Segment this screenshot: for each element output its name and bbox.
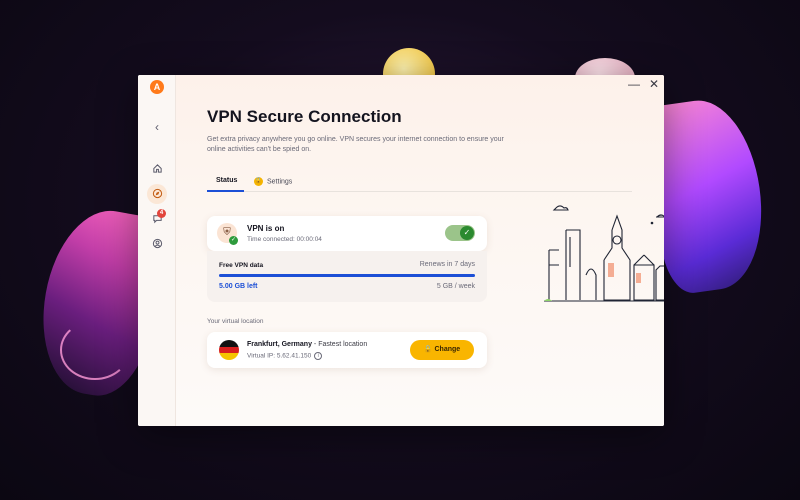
app-logo: A	[150, 80, 164, 94]
tab-settings[interactable]: 🔒 Settings	[254, 177, 292, 186]
check-icon: ✓	[460, 226, 474, 240]
tab-status[interactable]: Status	[216, 177, 238, 184]
notification-badge: 4	[157, 209, 166, 218]
data-quota: 5 GB / week	[436, 283, 475, 290]
data-usage-bar	[219, 274, 475, 277]
page-title: VPN Secure Connection	[207, 107, 402, 126]
main-content: — ✕ VPN Secure Connection Get extra priv…	[176, 75, 664, 426]
virtual-ip-text: Virtual IP: 5.62.41.150	[247, 352, 312, 360]
minimize-button[interactable]: —	[628, 77, 640, 91]
info-icon[interactable]: i	[314, 352, 323, 360]
data-renew-text: Renews in 7 days	[419, 261, 475, 268]
sidebar-item-account[interactable]	[147, 234, 167, 254]
active-tab-indicator	[207, 190, 244, 192]
tab-settings-label: Settings	[267, 178, 293, 186]
change-location-label: Change	[434, 346, 461, 353]
location-section-label: Your virtual location	[207, 318, 264, 325]
lock-icon: 🔒	[254, 177, 263, 186]
back-button[interactable]: ‹	[147, 117, 167, 137]
sidebar: A ‹ 4	[138, 75, 176, 426]
data-usage-bar-fill	[219, 274, 475, 277]
vpn-state-label: VPN is on	[247, 224, 285, 233]
location-fastest: - Fastest location	[311, 341, 368, 348]
data-usage-title: Free VPN data	[219, 262, 264, 269]
sidebar-item-privacy[interactable]	[147, 184, 167, 204]
location-city: Frankfurt, Germany	[247, 341, 312, 348]
lock-icon: 🔒	[423, 346, 435, 353]
page-description: Get extra privacy anywhere you go online…	[207, 136, 504, 153]
tab-bar: Status 🔒 Settings	[207, 174, 632, 192]
home-icon	[152, 164, 162, 173]
vpn-status-card: ⛨ ✓ VPN is on Time connected: 00:00:04 ✓	[207, 216, 487, 251]
germany-flag-icon	[219, 340, 239, 360]
user-icon	[152, 238, 162, 249]
location-card: Frankfurt, Germany - Fastest location Vi…	[207, 332, 487, 368]
data-usage-card: Free VPN data Renews in 7 days 5.00 GB l…	[207, 251, 487, 302]
city-illustration	[544, 205, 664, 302]
decorative-ring-left	[60, 320, 130, 380]
data-left: 5.00 GB left	[219, 283, 258, 290]
app-window: A ‹ 4 — ✕ VPN Secure Connection Get extr…	[138, 75, 664, 426]
close-button[interactable]: ✕	[649, 77, 660, 91]
compass-icon	[152, 188, 162, 199]
chevron-left-icon: ‹	[155, 120, 159, 134]
location-name: Frankfurt, Germany - Fastest location	[247, 341, 367, 348]
vpn-toggle[interactable]: ✓	[445, 225, 475, 241]
connected-check-icon: ✓	[229, 236, 238, 245]
change-location-button[interactable]: 🔒 Change	[410, 340, 474, 360]
time-connected: Time connected: 00:00:04	[247, 236, 322, 243]
sidebar-item-home[interactable]	[147, 159, 167, 179]
